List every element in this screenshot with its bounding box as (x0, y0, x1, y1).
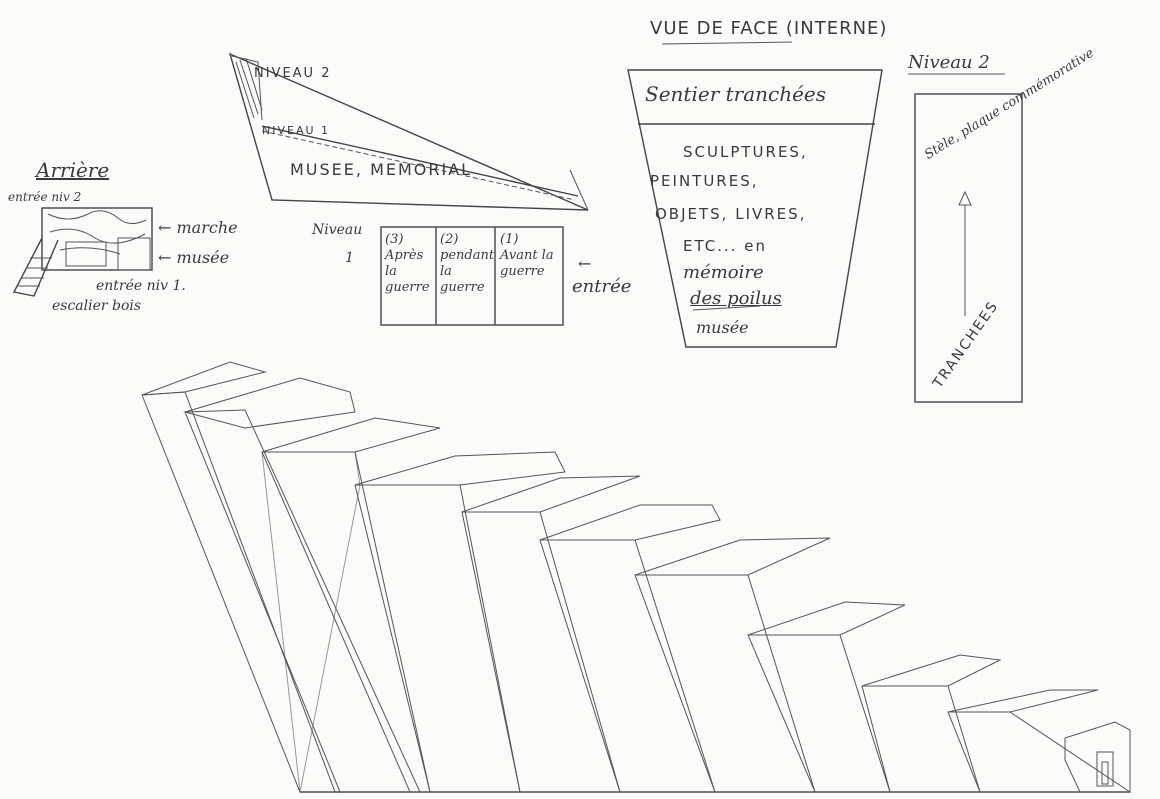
room-2-text: pendant la guerre (440, 248, 495, 295)
room-2: (2) pendant la guerre (440, 232, 495, 296)
room-3: (3) Après la guerre (385, 232, 435, 296)
entrance-level1-label: entrée niv 1. (96, 278, 186, 294)
room-1-number: (1) (500, 232, 519, 247)
section-sketch (228, 52, 589, 211)
wood-stair-label: escalier bois (52, 298, 142, 314)
contents-line-2: PEINTURES, (650, 172, 759, 190)
plan-level-label: Niveau (312, 222, 363, 238)
level2-panel-sketch (908, 73, 1023, 403)
back-view-title: Arrière (36, 158, 110, 182)
step-label: ← marche (158, 218, 238, 237)
plan-entrance-label: entrée (572, 276, 632, 297)
level1-plan-table (380, 226, 564, 326)
contents-line-6: des poilus (690, 288, 782, 309)
room-3-number: (3) (385, 232, 404, 247)
section-level1-label: NIVEAU 1 (262, 124, 331, 137)
plan-entrance-arrow: ← (578, 254, 592, 273)
section-museum-label: MUSEE, MEMORIAL (290, 160, 473, 179)
front-view-sketch (627, 41, 883, 348)
contents-line-7: musée (696, 318, 749, 337)
level2-title: Niveau 2 (908, 52, 990, 73)
section-level2-label: NIVEAU 2 (254, 66, 332, 81)
front-view-title: VUE DE FACE (INTERNE) (650, 18, 888, 39)
plan-level-number: 1 (345, 250, 354, 266)
contents-line-1: SCULPTURES, (683, 143, 808, 161)
room-1: (1) Avant la guerre (500, 232, 556, 280)
contents-line-4: ETC... en (683, 237, 768, 255)
back-view-sketch (12, 207, 153, 297)
room-3-text: Après la guerre (385, 248, 430, 295)
contents-line-5: mémoire (683, 262, 764, 283)
contents-line-3: OBJETS, LIVRES, (655, 205, 807, 223)
front-view-path: Sentier tranchées (645, 82, 827, 106)
museum-label: ← musée (158, 248, 230, 267)
stair-structure (141, 361, 1132, 793)
room-2-number: (2) (440, 232, 459, 247)
room-1-text: Avant la guerre (500, 248, 554, 279)
entrance-level2-label: entrée niv 2 (8, 190, 82, 204)
